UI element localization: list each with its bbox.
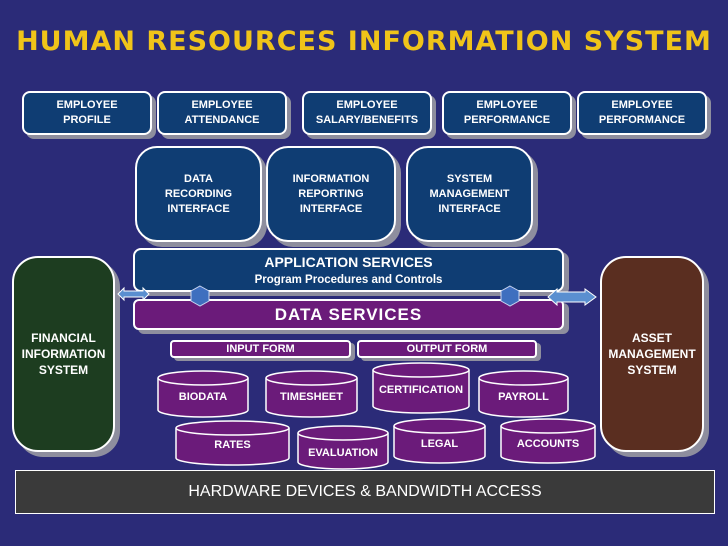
database-label: CERTIFICATION bbox=[378, 384, 464, 396]
app-data-link-right bbox=[500, 285, 520, 307]
database-legal: LEGAL bbox=[393, 418, 486, 464]
input-form: INPUT FORM bbox=[170, 340, 351, 358]
cylinder-shape bbox=[478, 370, 569, 418]
asset-management-system: ASSET MANAGEMENT SYSTEM bbox=[600, 256, 704, 452]
database-label: RATES bbox=[214, 439, 251, 451]
cylinder-shape bbox=[297, 425, 389, 470]
data-recording-interface: DATA RECORDING INTERFACE bbox=[135, 146, 262, 242]
data-services: DATA SERVICES bbox=[133, 299, 564, 330]
cylinder-shape bbox=[265, 370, 358, 418]
financial-information-system: FINANCIAL INFORMATION SYSTEM bbox=[12, 256, 115, 452]
application-services-title: APPLICATION SERVICES bbox=[264, 253, 433, 270]
module-employee-salary-benefits: EMPLOYEE SALARY/BENEFITS bbox=[302, 91, 432, 135]
right-connector-arrow bbox=[547, 287, 597, 307]
application-services: APPLICATION SERVICES Program Procedures … bbox=[133, 248, 564, 292]
cylinder-shape bbox=[157, 370, 249, 418]
cylinder-shape bbox=[500, 418, 596, 464]
database-accounts: ACCOUNTS bbox=[500, 418, 596, 464]
database-rates: RATES bbox=[175, 420, 290, 466]
database-timesheet: TIMESHEET bbox=[265, 370, 358, 418]
database-label: TIMESHEET bbox=[280, 391, 343, 403]
database-biodata: BIODATA bbox=[157, 370, 249, 418]
output-form: OUTPUT FORM bbox=[357, 340, 537, 358]
database-label: ACCOUNTS bbox=[516, 438, 580, 450]
database-label: EVALUATION bbox=[308, 447, 378, 459]
module-employee-profile: EMPLOYEE PROFILE bbox=[22, 91, 152, 135]
cylinder-shape bbox=[393, 418, 486, 464]
left-connector-arrow bbox=[117, 286, 150, 302]
hardware-bar: HARDWARE DEVICES & BANDWIDTH ACCESS bbox=[15, 470, 715, 514]
cylinder-shape bbox=[175, 420, 290, 466]
system-management-interface: SYSTEM MANAGEMENT INTERFACE bbox=[406, 146, 533, 242]
database-certification: CERTIFICATION bbox=[372, 362, 470, 414]
database-evaluation: EVALUATION bbox=[297, 425, 389, 470]
database-label: LEGAL bbox=[420, 438, 459, 450]
database-payroll: PAYROLL bbox=[478, 370, 569, 418]
diagram-title: HUMAN RESOURCES INFORMATION SYSTEM bbox=[16, 26, 712, 57]
module-employee-attendance: EMPLOYEE ATTENDANCE bbox=[157, 91, 287, 135]
database-label: BIODATA bbox=[178, 391, 228, 403]
cylinder-shape bbox=[372, 362, 470, 414]
information-reporting-interface: INFORMATION REPORTING INTERFACE bbox=[266, 146, 396, 242]
module-employee-performance: EMPLOYEE PERFORMANCE bbox=[442, 91, 572, 135]
app-data-link-left bbox=[190, 285, 210, 307]
module-employee-performance-2: EMPLOYEE PERFORMANCE bbox=[577, 91, 707, 135]
database-label: PAYROLL bbox=[498, 391, 549, 403]
application-services-subtitle: Program Procedures and Controls bbox=[254, 273, 443, 286]
